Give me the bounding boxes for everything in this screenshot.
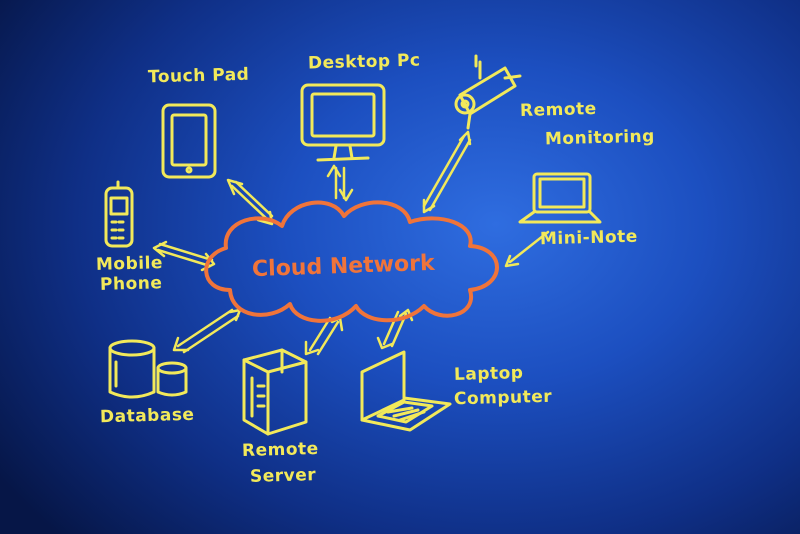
laptop-computer-label-line2: Computer [453,386,553,410]
remote-server-label-line1: Remote [241,438,319,462]
remote-server-label-line2: Server [249,465,317,487]
touch-pad-icon [161,103,217,179]
cloud-shape [204,200,499,323]
laptop-computer-icon [360,350,452,432]
remote-monitoring-label-line1: Remote [519,98,597,122]
mobile-phone-label-line2: Phone [99,273,163,295]
desktop-monitor-icon [300,83,386,162]
touch-pad-label: Touch Pad [147,64,250,88]
laptop-computer-label-line1: Laptop [453,363,524,385]
database-icon [108,339,188,399]
connection-arrows [152,130,550,356]
database-label: Database [99,404,195,428]
desktop-pc-label: Desktop Pc [307,50,421,74]
security-camera-icon [454,54,522,130]
mobile-phone-label-line1: Mobile [95,253,164,275]
mini-note-label: Mini-Note [539,226,639,250]
mobile-phone-icon [104,180,134,248]
mini-note-icon [518,172,602,224]
remote-monitoring-label-line2: Monitoring [544,126,656,150]
server-tower-icon [242,348,308,436]
